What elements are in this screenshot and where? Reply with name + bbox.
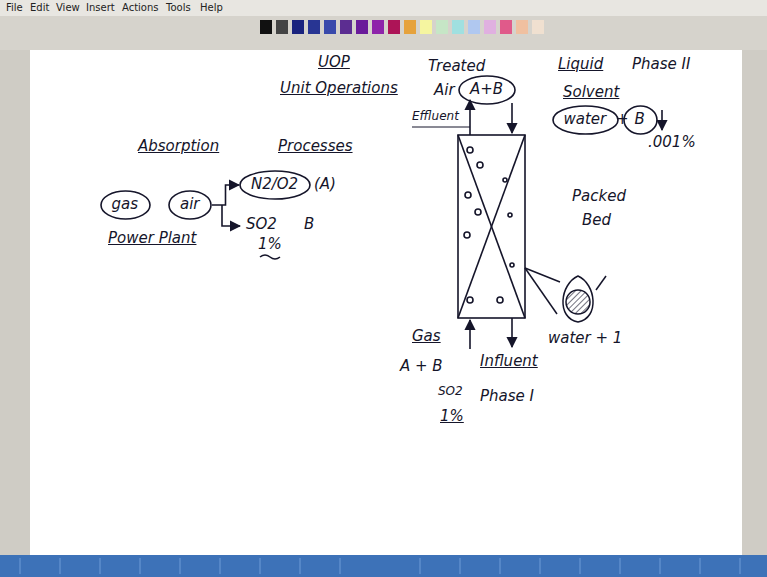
flow-arrows [412, 100, 662, 349]
circled-text: water [564, 111, 607, 128]
menu-item: Insert [86, 2, 115, 14]
menu-item: Edit [30, 2, 49, 14]
circle-outline [101, 191, 150, 219]
circled-text: A+B [470, 81, 504, 98]
menu-item: Actions [122, 2, 159, 14]
circled-text: gas [112, 196, 139, 213]
circled-term: A+B [458, 75, 516, 105]
status-bar [0, 555, 767, 577]
handwritten-label: B [304, 216, 314, 233]
circled-text: air [180, 196, 200, 213]
color-swatches [260, 20, 544, 34]
handwritten-label: SO2 [246, 216, 277, 233]
circled-term: air [168, 190, 212, 220]
packed-column [458, 135, 525, 318]
handwritten-label: Phase II [632, 56, 690, 73]
menu-item: File [6, 2, 23, 14]
circled-term: N2/O2 [239, 170, 311, 200]
handwritten-label: Absorption [138, 138, 219, 155]
packing-detail [525, 268, 606, 322]
handwritten-label: Unit Operations [280, 80, 398, 97]
handwritten-label: Processes [278, 138, 353, 155]
handwritten-label: Liquid [558, 56, 603, 73]
handwritten-label: Packed [572, 188, 626, 205]
handwritten-label: Bed [582, 212, 611, 229]
toolbar [0, 0, 767, 50]
handwritten-label: water + 1 [548, 330, 622, 347]
handwritten-label: Effluent [412, 110, 459, 124]
handwritten-label: SO2 [438, 385, 463, 399]
handwritten-label: 1% [258, 236, 282, 253]
menu-item: Help [200, 2, 223, 14]
handwritten-label: Phase I [480, 388, 534, 405]
status-ticks [20, 558, 740, 574]
handwritten-label: Power Plant [108, 230, 196, 247]
circle-outline [169, 191, 211, 219]
circled-term: gas [100, 190, 151, 220]
branch-arrow [212, 185, 239, 205]
circle-outline [459, 76, 515, 104]
circle-outline [624, 106, 657, 134]
menu-bar [0, 0, 767, 16]
handwritten-label: (A) [314, 176, 336, 193]
handwritten-label: Treated [428, 58, 485, 75]
handwritten-label: UOP [318, 54, 350, 71]
circle-outline [240, 171, 310, 199]
circled-term: water [552, 105, 619, 135]
circle-outline [553, 106, 618, 134]
handwritten-label: A + B [400, 358, 443, 375]
handwritten-label: Air [434, 82, 455, 99]
page-margin [742, 50, 767, 555]
handwritten-label: Gas [412, 328, 441, 345]
page-margin [0, 50, 30, 555]
circled-text: B [635, 111, 646, 128]
handwritten-label: 1% [440, 408, 464, 425]
menu-item: View [56, 2, 80, 14]
menu-item: Tools [166, 2, 191, 14]
handwritten-label: Influent [480, 353, 538, 370]
circled-term: B [623, 105, 658, 135]
handwritten-label: .001% [648, 134, 696, 151]
handwritten-label: Solvent [563, 84, 619, 101]
circled-text: N2/O2 [251, 176, 299, 193]
